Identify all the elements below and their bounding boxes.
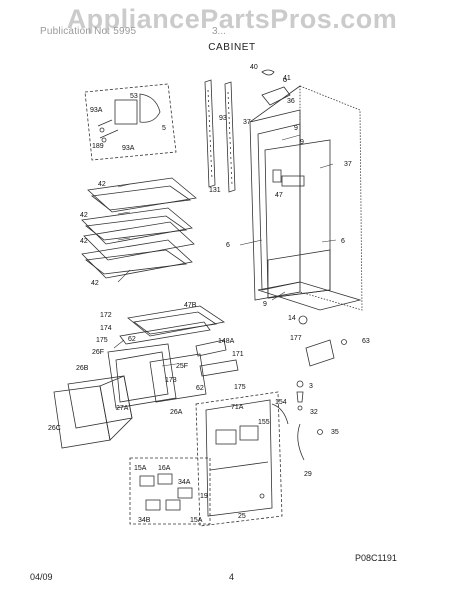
vertical-rails (204, 79, 236, 193)
right-small-parts (296, 315, 347, 435)
publication-label: Publication No: 5995 (40, 26, 137, 37)
callout: 62 (196, 385, 204, 392)
callout: 173 (165, 377, 177, 384)
footer-date: 04/09 (30, 572, 53, 582)
section-title: CABINET (208, 42, 256, 53)
callout: 174 (100, 325, 112, 332)
callout: 53 (130, 93, 138, 100)
callout: 42 (80, 212, 88, 219)
diagram-code: P08C1191 (355, 553, 397, 563)
callout: 172 (100, 312, 112, 319)
callout: 131 (209, 187, 221, 194)
model-label: 3... (212, 26, 226, 37)
callout: 9 (294, 125, 298, 132)
callout-labels: 40 41 36 37 9 9 37 93 131 47 6 6 9 42 42… (48, 64, 370, 524)
callout: 37 (344, 161, 352, 168)
callout: 41 (283, 75, 291, 82)
callout: 42 (91, 280, 99, 287)
callout: 6 (226, 242, 230, 249)
callout: 34A (178, 479, 191, 486)
callout: 26F (92, 349, 104, 356)
callout: 155 (258, 419, 270, 426)
inset-bracket-box (84, 83, 177, 161)
callout: 19 (200, 493, 208, 500)
callout: 15A (190, 517, 203, 524)
callout: 6 (341, 238, 345, 245)
callout: 42 (98, 181, 106, 188)
callout: 25F (176, 363, 188, 370)
glass-shelves (81, 177, 197, 279)
callout: 14 (288, 315, 296, 322)
callout: 40 (250, 64, 258, 71)
page-header: Publication No: 5995 3... (0, 26, 464, 40)
callout: 36 (287, 98, 295, 105)
callout: 29 (304, 471, 312, 478)
callout: 34B (138, 517, 151, 524)
callout: 9 (300, 139, 304, 146)
callout: 3 (309, 383, 313, 390)
callout: 9 (263, 301, 267, 308)
callout: 189 (92, 143, 104, 150)
callout: 171 (232, 351, 244, 358)
callout: 148A (218, 338, 235, 345)
door-bins-inset (129, 457, 211, 525)
page-number: 4 (229, 572, 235, 582)
callout: 93A (90, 107, 103, 114)
callout: 93A (122, 145, 135, 152)
callout: 62 (128, 336, 136, 343)
callout: 71A (231, 404, 244, 411)
callout: 35 (331, 429, 339, 436)
callout: 37 (243, 119, 251, 126)
callout: 32 (310, 409, 318, 416)
crisper-drawers (53, 305, 239, 449)
callout: 47 (275, 192, 283, 199)
callout: 47B (184, 302, 197, 309)
callout: 93 (219, 115, 227, 122)
callout: 175 (234, 384, 246, 391)
callout: 154 (275, 399, 287, 406)
callout: 26A (170, 409, 183, 416)
callout: 177 (290, 335, 302, 342)
cabinet-body (249, 85, 363, 311)
callout: 175 (96, 337, 108, 344)
top-hinge (261, 69, 291, 106)
callout: 27A (116, 405, 129, 412)
callout: 63 (362, 338, 370, 345)
callout: 15A (134, 465, 147, 472)
callout: 16A (158, 465, 171, 472)
callout: 26C (48, 425, 61, 432)
watermark: AppliancePartsPros.com (66, 4, 398, 34)
callout: 5 (162, 125, 166, 132)
callout: 26B (76, 365, 89, 372)
lower-panel (195, 391, 305, 527)
leader-lines (113, 134, 337, 367)
callout: 25 (238, 513, 246, 520)
callout: 42 (80, 238, 88, 245)
